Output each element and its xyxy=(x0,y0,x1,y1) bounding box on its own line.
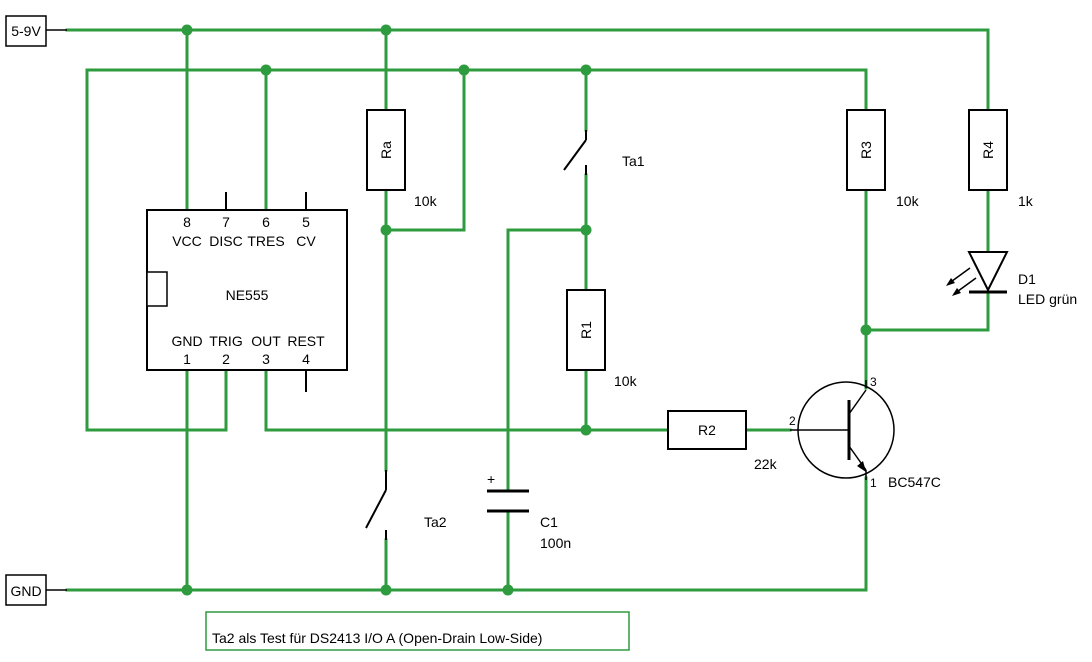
vcc-terminal: 5-9V xyxy=(5,15,67,47)
pin7-label: DISC xyxy=(209,233,242,249)
capacitor-c1: + C1 100n xyxy=(487,471,571,551)
pin1-num: 1 xyxy=(183,351,191,367)
r4-value: 1k xyxy=(1018,193,1034,209)
wire-pin3 xyxy=(264,368,670,432)
gnd-label: GND xyxy=(10,583,41,599)
pin6-num: 6 xyxy=(262,214,270,230)
pin2-label: TRIG xyxy=(209,333,242,349)
emitter-arrow-icon xyxy=(857,461,866,472)
d1-name: D1 xyxy=(1018,271,1036,287)
resistor-r1: R1 10k xyxy=(566,289,638,389)
ta2-name: Ta2 xyxy=(424,514,447,530)
timing-rail xyxy=(85,68,868,432)
r2-value: 22k xyxy=(754,456,778,472)
r3-value: 10k xyxy=(896,193,920,209)
r1-name: R1 xyxy=(578,321,594,339)
pin4-label: REST xyxy=(287,333,325,349)
junction-dot xyxy=(380,584,392,596)
c1-polarity: + xyxy=(487,471,495,487)
junction-dot xyxy=(502,584,514,596)
junction-dot xyxy=(580,64,592,76)
note-box: Ta2 als Test für DS2413 I/O A (Open-Drai… xyxy=(205,611,630,651)
led-d1: D1 LED grün xyxy=(946,251,1077,307)
wire-led-collector xyxy=(864,290,990,332)
junction-dot xyxy=(580,424,592,436)
note-text: Ta2 als Test für DS2413 I/O A (Open-Drai… xyxy=(212,630,542,646)
q1-pin-emitter: 1 xyxy=(870,476,877,490)
junction-dot xyxy=(580,224,592,236)
ic-name: NE555 xyxy=(226,287,269,303)
wires xyxy=(65,28,990,592)
pin6-label: TRES xyxy=(247,233,284,249)
resistor-ra: Ra 10k xyxy=(366,109,438,209)
vcc-label: 5-9V xyxy=(11,23,41,39)
junction-dot xyxy=(260,64,272,76)
q1-pin-collector: 3 xyxy=(870,375,877,389)
pin3-num: 3 xyxy=(262,351,270,367)
pin2-num: 2 xyxy=(222,351,230,367)
pin8-label: VCC xyxy=(172,233,202,249)
wire-pin2 xyxy=(85,368,228,432)
r4-name: R4 xyxy=(980,141,996,159)
switch-ta2: Ta2 xyxy=(365,470,447,540)
c1-value: 100n xyxy=(540,535,571,551)
pin3-label: OUT xyxy=(251,333,281,349)
junctions xyxy=(181,24,872,596)
wire-c1-top xyxy=(506,228,588,492)
q1-pin-base: 2 xyxy=(789,414,796,428)
ra-value: 10k xyxy=(414,193,438,209)
vcc-rail xyxy=(65,28,990,112)
resistor-r2: R2 22k xyxy=(667,410,778,472)
q1-name: BC547C xyxy=(888,474,941,490)
junction-dot xyxy=(380,24,392,36)
junction-dot xyxy=(458,64,470,76)
junction-dot xyxy=(380,224,392,236)
ta1-name: Ta1 xyxy=(622,153,645,169)
pin8-num: 8 xyxy=(183,214,191,230)
junction-dot xyxy=(181,584,193,596)
ra-name: Ra xyxy=(378,141,394,159)
junction-dot xyxy=(860,324,872,336)
d1-value: LED grün xyxy=(1018,291,1077,307)
wire-ra-node xyxy=(384,68,466,232)
resistor-r4: R4 1k xyxy=(968,109,1034,209)
switch-ta1: Ta1 xyxy=(563,130,645,175)
r1-value: 10k xyxy=(614,373,638,389)
pin5-num: 5 xyxy=(302,214,310,230)
pin4-num: 4 xyxy=(302,351,310,367)
gnd-terminal: GND xyxy=(5,574,67,606)
gnd-rail xyxy=(65,476,868,592)
pin7-num: 7 xyxy=(222,214,230,230)
pin1-label: GND xyxy=(171,333,202,349)
c1-name: C1 xyxy=(540,514,558,530)
transistor-bc547c: 2 3 1 BC547C xyxy=(789,375,941,490)
light-emission-icon xyxy=(946,267,977,296)
r3-name: R3 xyxy=(858,141,874,159)
ne555-ic: 8 7 6 5 VCC DISC TRES CV NE555 GND TRIG … xyxy=(146,192,348,392)
pin5-label: CV xyxy=(296,233,316,249)
junction-dot xyxy=(181,24,193,36)
resistor-r3: R3 10k xyxy=(846,109,920,209)
r2-name: R2 xyxy=(698,422,716,438)
